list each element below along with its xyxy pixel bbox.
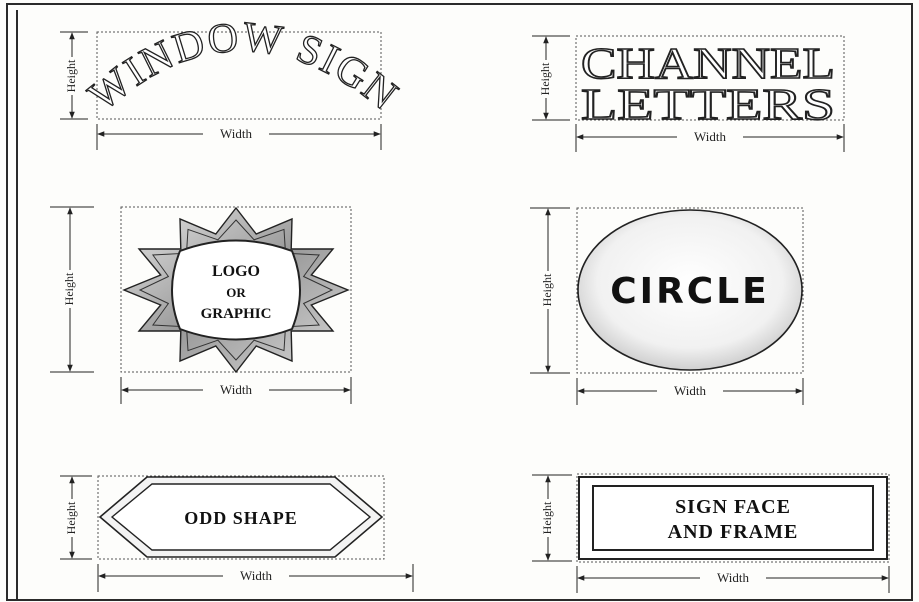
window-sign-width-label: Width (220, 126, 252, 141)
circle-sign-figure: CIRCLE Height Width (530, 208, 803, 405)
logo-height-label: Height (62, 272, 76, 305)
sign-face-height-dimension: Height (532, 475, 572, 561)
sign-face-line1: SIGN FACE (675, 496, 791, 518)
sign-face-height-label: Height (540, 501, 554, 534)
logo-line1: LOGO (212, 263, 260, 280)
odd-shape-text: ODD SHAPE (184, 508, 298, 528)
odd-shape-height-label: Height (64, 501, 78, 534)
logo-graphic-figure: LOGO OR GRAPHIC Height Width (50, 207, 351, 404)
window-sign-height-label: Height (64, 59, 78, 92)
window-sign-figure: WINDOW SIGN Height Width (60, 14, 407, 150)
circle-width-label: Width (674, 383, 706, 398)
circle-sign-text: CIRCLE (610, 271, 770, 312)
odd-shape-width-label: Width (240, 568, 272, 583)
logo-line2: OR (226, 285, 246, 300)
channel-letters-width-label: Width (694, 129, 726, 144)
channel-letters-height-dimension: Height (532, 36, 570, 120)
sign-face-frame-figure: SIGN FACE AND FRAME Height Width (532, 474, 889, 593)
window-sign-width-dimension: Width (97, 124, 381, 150)
sign-face-width-label: Width (717, 570, 749, 585)
logo-width-label: Width (220, 382, 252, 397)
channel-letters-figure: CHANNEL LETTERS Height Width (532, 36, 844, 152)
odd-shape-width-dimension: Width (98, 564, 413, 592)
window-sign-text: WINDOW SIGN (80, 14, 407, 120)
circle-height-label: Height (540, 273, 554, 306)
channel-letters-line2: LETTERS (581, 80, 835, 129)
channel-letters-height-label: Height (538, 62, 552, 95)
sign-face-line2: AND FRAME (668, 521, 799, 543)
window-sign-height-dimension: Height (60, 32, 88, 119)
logo-height-dimension: Height (50, 207, 94, 372)
logo-width-dimension: Width (121, 377, 351, 404)
odd-shape-height-dimension: Height (60, 476, 92, 559)
logo-line3: GRAPHIC (201, 306, 272, 322)
sign-face-width-dimension: Width (577, 566, 889, 593)
circle-width-dimension: Width (577, 378, 803, 405)
circle-height-dimension: Height (530, 208, 570, 373)
odd-shape-figure: ODD SHAPE Height Width (60, 476, 413, 592)
